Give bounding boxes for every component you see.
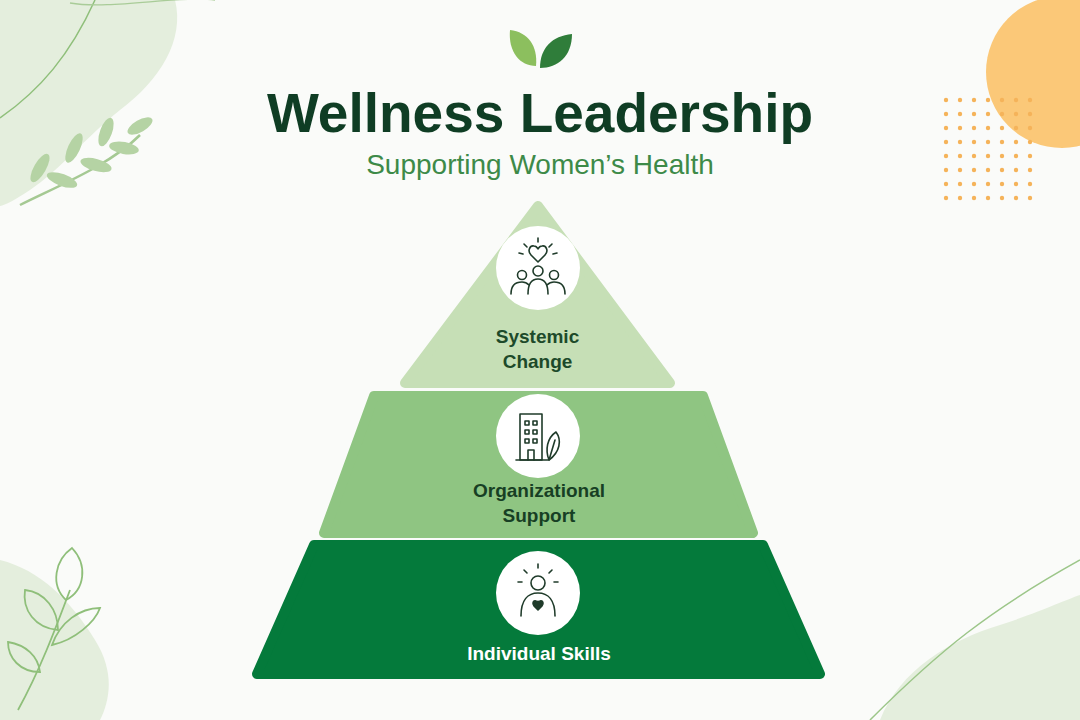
level-label: Individual Skills [379, 641, 699, 666]
level-label: Organizational Support [449, 478, 629, 528]
diagram-subtitle: Supporting Women’s Health [0, 148, 1080, 182]
individual-level: Individual Skills [250, 541, 828, 679]
organizational-level: Organizational Support [318, 392, 760, 538]
diagram-title: Wellness Leadership [0, 80, 1080, 146]
systemic-level: Systemic Change [400, 200, 675, 388]
level-label: Systemic Change [473, 324, 603, 374]
